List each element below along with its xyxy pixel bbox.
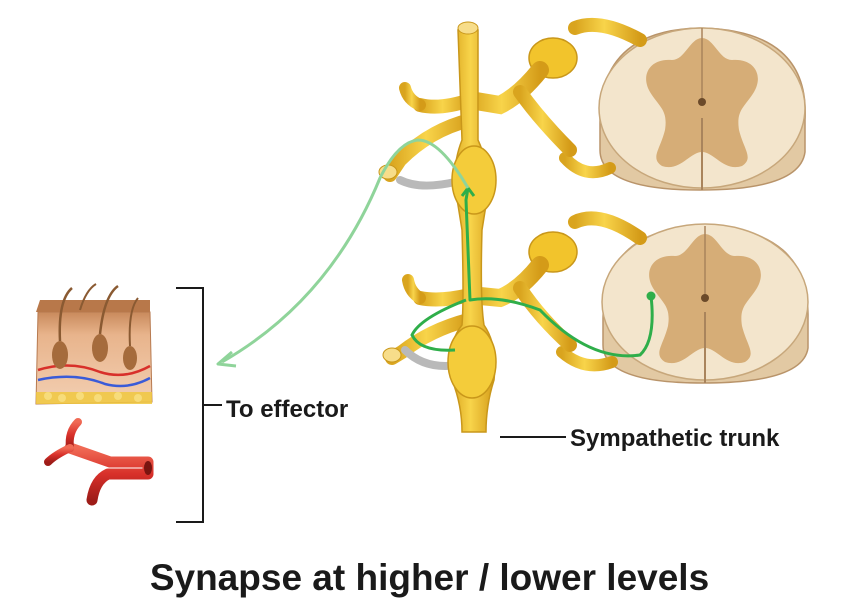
spinal-cord-section-upper: [598, 27, 806, 191]
to-effector-label: To effector: [226, 396, 349, 423]
postganglionic-neuron-pathway: [216, 138, 470, 368]
sympathetic-trunk: [447, 21, 497, 433]
diagram-caption: Synapse at higher / lower levels: [149, 557, 710, 598]
gray-ramus-upper: [396, 176, 459, 190]
skin-block-illustration: [35, 283, 153, 405]
spinal-nerve-upper: [378, 17, 647, 182]
sympathetic-trunk-label: Sympathetic trunk: [570, 425, 780, 452]
blood-vessel-illustration: [44, 418, 154, 506]
effector-bracket: [176, 287, 222, 523]
spinal-cord-section-lower: [601, 223, 809, 384]
